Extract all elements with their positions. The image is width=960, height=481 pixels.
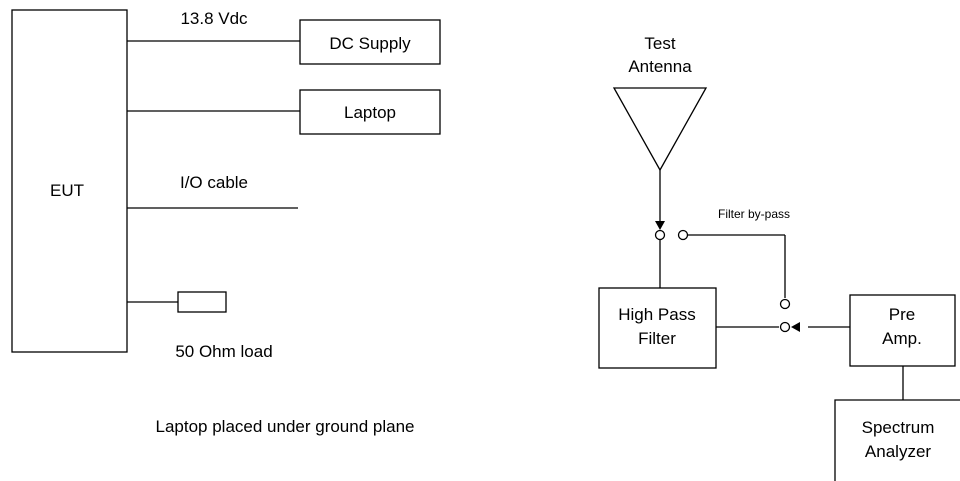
switch2-bypass-contact [779,298,791,310]
switch1-bypass-contact [677,229,689,241]
hpf-label-line1: High Pass [618,305,695,324]
load-box [177,291,227,313]
dc-voltage-label: 13.8 Vdc [180,9,248,28]
antenna-label-line1: Test [644,34,675,53]
test-antenna-symbol [612,87,708,172]
switch1-common-contact [654,229,666,241]
analyzer-label-line1: Spectrum [862,418,935,437]
preamp-label-line2: Amp. [882,329,922,348]
switch2-common-contact [779,321,791,333]
dc-supply-box [299,19,441,65]
laptop-label: Laptop [344,103,396,122]
spectrum-analyzer-box [834,399,960,481]
eut-box [11,9,128,353]
antenna-arrow-icon [655,221,665,230]
filter-bypass-label: Filter by-pass [718,207,790,221]
eut-label: EUT [50,181,84,200]
antenna-label-line2: Antenna [628,57,692,76]
load-label: 50 Ohm load [175,342,272,361]
ground-plane-note: Laptop placed under ground plane [156,417,415,436]
dc-supply-label: DC Supply [329,34,411,53]
analyzer-label-line2: Analyzer [865,442,931,461]
laptop-box [299,89,441,135]
preamp-label-line1: Pre [889,305,915,324]
io-cable-label: I/O cable [180,173,248,192]
hpf-label-line2: Filter [638,329,676,348]
high-pass-filter-box [598,287,717,369]
preamp-arrow-icon [791,322,800,332]
